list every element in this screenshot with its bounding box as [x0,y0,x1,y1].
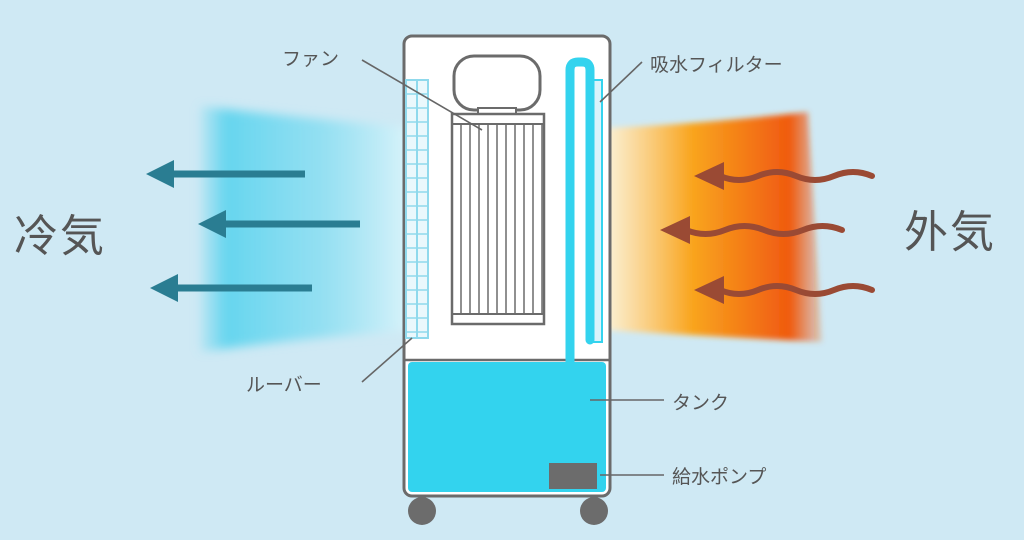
fan-body [450,112,546,326]
leader-louver [361,337,413,383]
louver-label: ルーバー [246,374,322,396]
water-pipe [565,57,595,475]
cool-air-plume [200,106,420,352]
wheel-right [580,497,608,525]
water-tank [408,362,606,492]
tank-label: タンク [672,392,730,414]
warm-air-arrow [694,162,875,190]
warm-air-arrow [660,216,845,244]
supply-pump-label: 給水ポンプ [672,466,767,488]
leader-fan [361,59,483,131]
louver [405,79,429,339]
outside-air-label: 外気 [904,207,996,258]
absorbent-filter-label: 吸水フィルター [650,54,783,76]
warm-air-plume [605,112,822,342]
wheel-left [408,497,436,525]
cool-air-label: 冷気 [14,211,106,262]
fan-motor [452,54,542,112]
warm-air-arrow [694,276,875,304]
supply-pump [549,463,597,489]
cool-air-arrow [146,160,305,188]
cool-air-arrow [198,210,360,238]
cool-air-arrow [150,274,312,302]
fan-label: ファン [282,48,340,70]
leader-filter [599,61,643,103]
